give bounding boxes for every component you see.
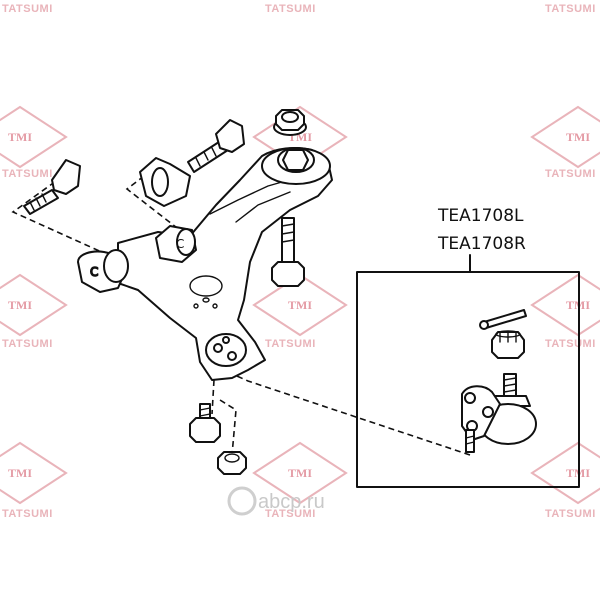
- part-number-left: TEA1708L: [437, 206, 524, 226]
- castle-nut: [491, 330, 525, 359]
- watermark-brand-text: TATSUMI: [265, 508, 316, 520]
- vertical-bolt: [271, 217, 305, 287]
- watermark-brand-text: TATSUMI: [265, 338, 316, 350]
- watermark-brand-text: TATSUMI: [265, 3, 316, 15]
- detail-box: [356, 271, 580, 488]
- ball-joint-detail: TEA1708L TEA1708R: [356, 206, 580, 488]
- svg-text:TMI: TMI: [288, 298, 312, 312]
- nut-top: [273, 109, 307, 136]
- site-watermark: аbcp.ru: [227, 486, 325, 516]
- watermark-brand-text: TATSUMI: [2, 168, 53, 180]
- watermark-brand-text: TATSUMI: [545, 508, 596, 520]
- watermark-brand-text: TATSUMI: [2, 338, 53, 350]
- watermark-logo: TMI: [0, 441, 68, 505]
- cotter-pin: [479, 309, 527, 330]
- watermark-logo: TMI: [252, 273, 348, 337]
- watermark-brand-text: TATSUMI: [2, 508, 53, 520]
- part-number-right: TEA1708R: [437, 234, 526, 254]
- svg-text:TMI: TMI: [8, 298, 32, 312]
- svg-text:C: C: [176, 237, 184, 251]
- bolt-left: [23, 159, 81, 215]
- watermark-brand-text: TATSUMI: [545, 168, 596, 180]
- svg-text:TMI: TMI: [8, 466, 32, 480]
- bolt-top-middle: [187, 119, 245, 173]
- nut-lower: [217, 451, 247, 475]
- svg-text:TMI: TMI: [288, 466, 312, 480]
- watermark-logo: TMI: [0, 273, 68, 337]
- ball-joint: [461, 373, 537, 453]
- bolt-lower: [189, 403, 221, 443]
- svg-text:TMI: TMI: [566, 130, 590, 144]
- watermark-brand-text: TATSUMI: [545, 3, 596, 15]
- watermark-logo: TMI: [530, 105, 600, 169]
- watermark-logo: TMI: [0, 105, 68, 169]
- watermark-logo: TMI: [252, 441, 348, 505]
- site-watermark-text: аbcp.ru: [258, 491, 325, 513]
- svg-text:C: C: [90, 265, 98, 279]
- watermark-brand-text: TATSUMI: [545, 338, 596, 350]
- svg-text:TMI: TMI: [8, 130, 32, 144]
- watermark-logo: TMI: [530, 273, 600, 337]
- watermark-logo: TMI: [530, 441, 600, 505]
- control-arm: C C: [77, 147, 333, 381]
- bracket-clamp: [139, 157, 191, 207]
- watermark-brand-text: TATSUMI: [2, 3, 53, 15]
